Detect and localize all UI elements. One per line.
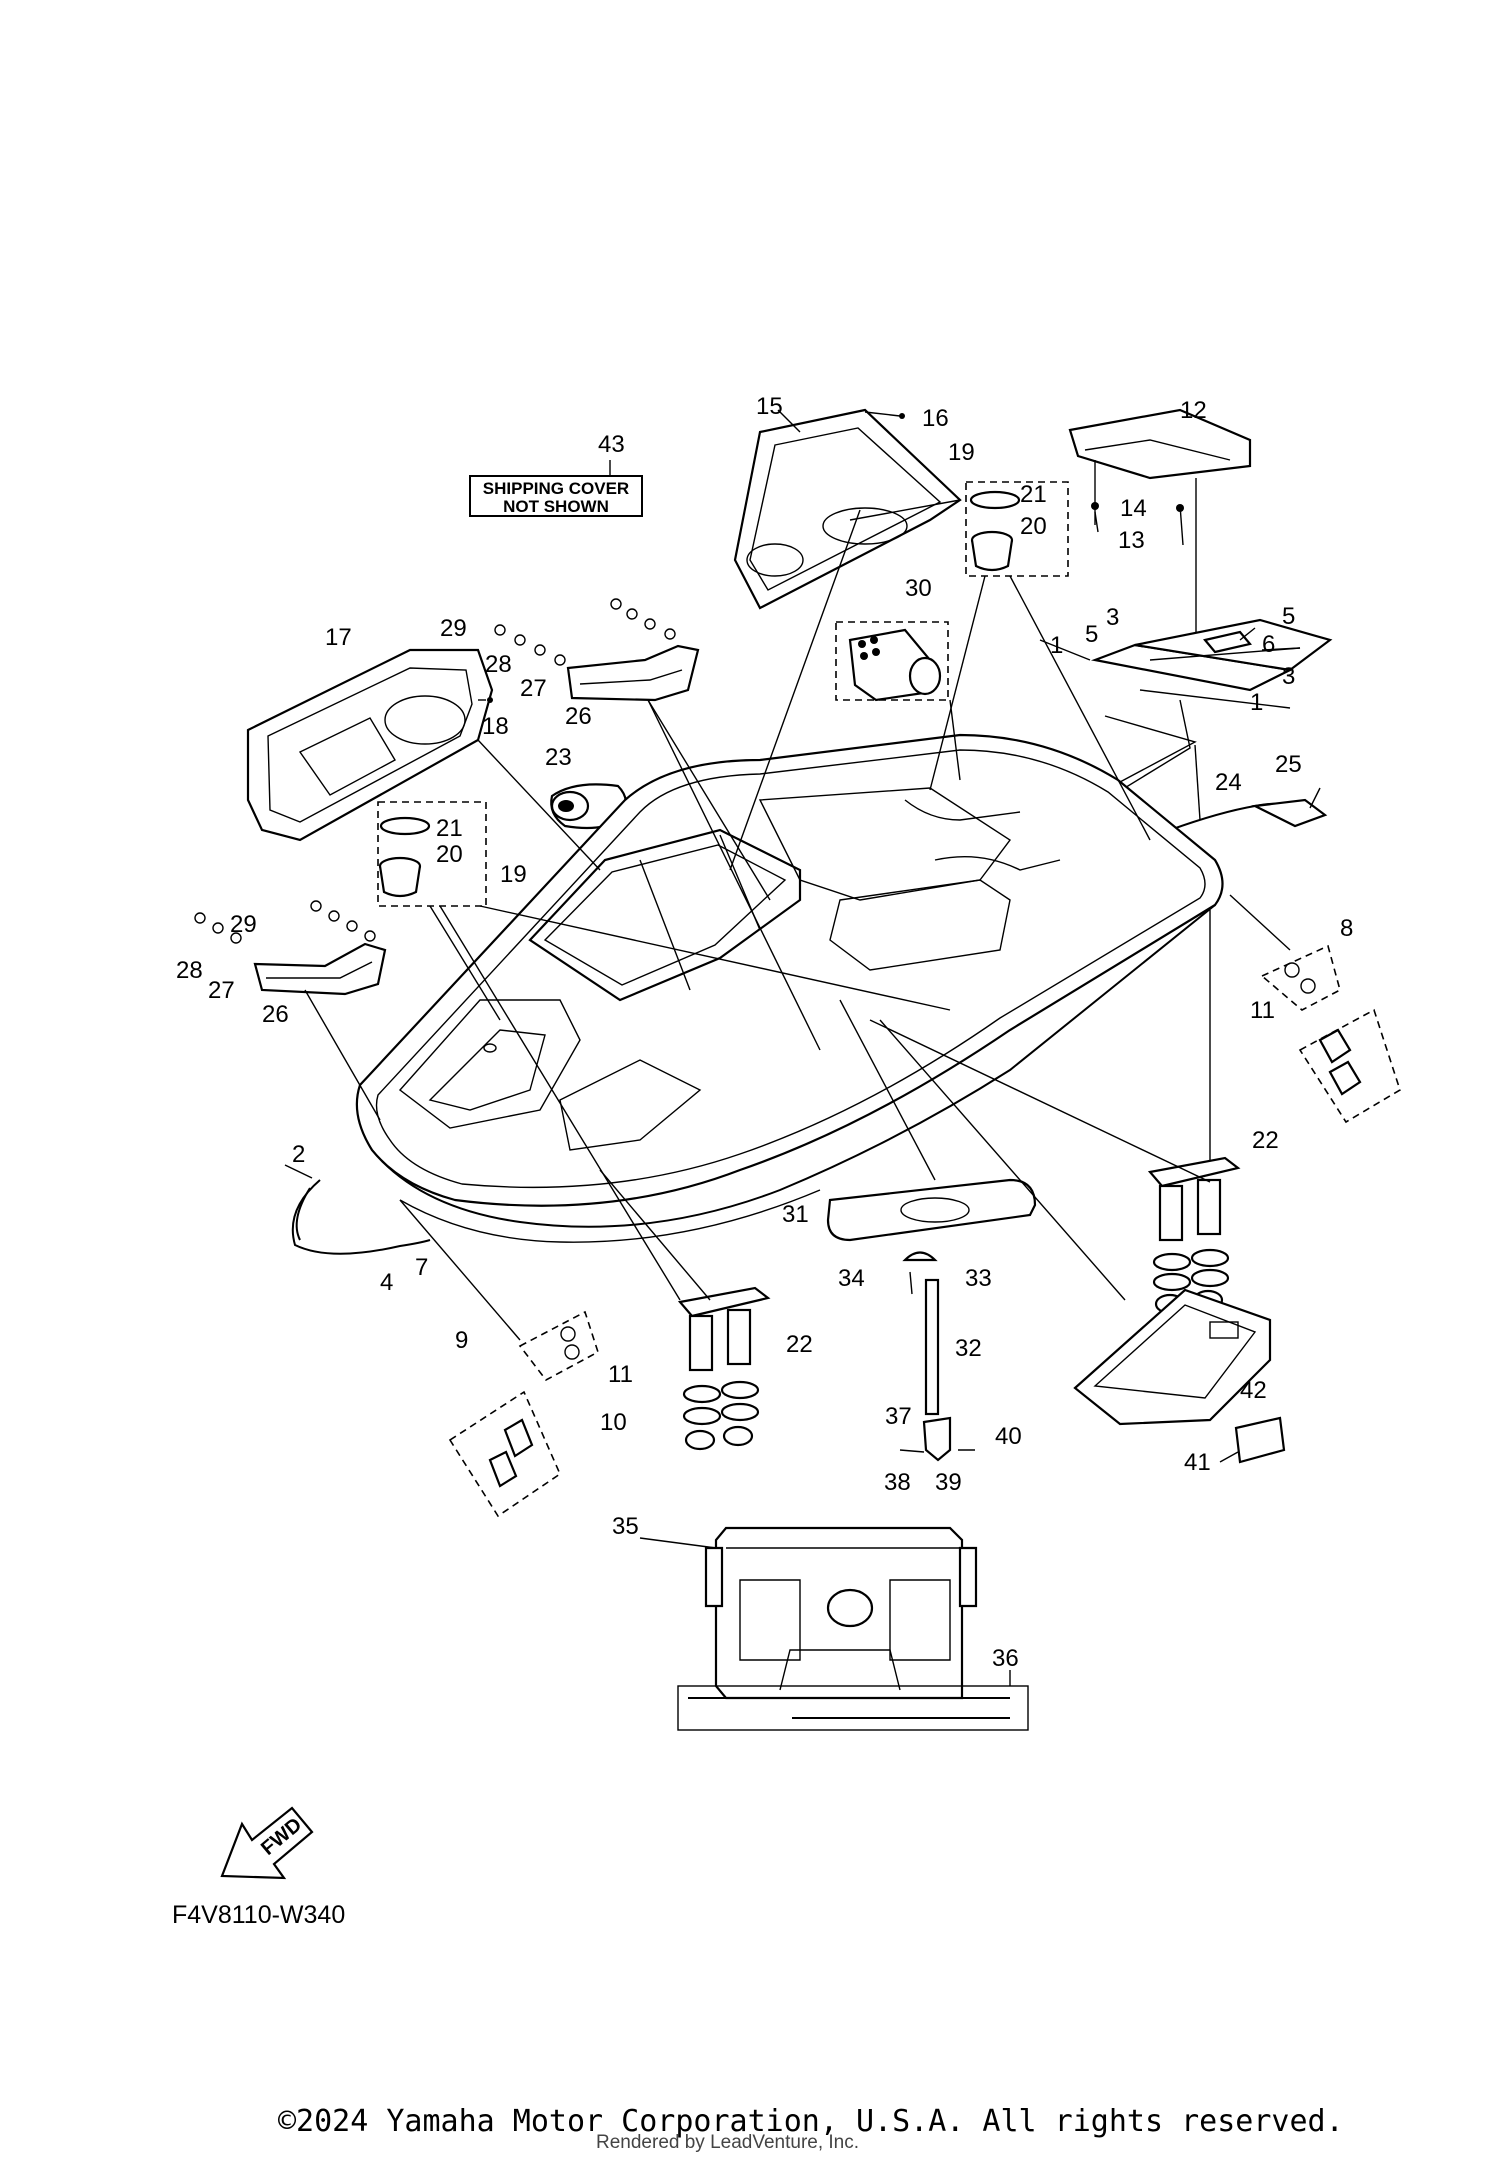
callout-3a[interactable]: 3 [1106,604,1119,631]
callout-9[interactable]: 9 [455,1327,468,1354]
callout-2[interactable]: 2 [292,1141,305,1168]
callout-39[interactable]: 39 [935,1469,962,1496]
callout-26b[interactable]: 26 [262,1001,289,1028]
callout-23[interactable]: 23 [545,744,572,771]
callout-35[interactable]: 35 [612,1513,639,1540]
diagram-code: F4V8110-W340 [172,1901,345,1929]
callout-26a[interactable]: 26 [565,703,592,730]
callout-8[interactable]: 8 [1340,915,1353,942]
callout-42[interactable]: 42 [1240,1377,1267,1404]
callout-32[interactable]: 32 [955,1335,982,1362]
callout-24[interactable]: 24 [1215,769,1242,796]
callout-25[interactable]: 25 [1275,751,1302,778]
callout-28b[interactable]: 28 [176,957,203,984]
rear-storage [1073,1288,1286,1464]
callout-34[interactable]: 34 [838,1265,865,1292]
mirror [550,783,628,830]
storage-box-left [246,648,494,842]
callout-1a[interactable]: 1 [1050,632,1063,659]
callout-18[interactable]: 18 [482,713,509,740]
cleat-bottom [677,1286,771,1451]
cooler [704,1526,978,1700]
callout-41[interactable]: 41 [1184,1449,1211,1476]
callout-27b[interactable]: 27 [208,977,235,1004]
fuse-panel [835,621,949,702]
leader-lines [304,409,1301,1686]
seat-rails [1090,618,1333,801]
tow-eye-kit-right [1260,944,1401,1124]
callout-5a[interactable]: 5 [1085,621,1098,648]
callout-20a[interactable]: 20 [1020,513,1047,540]
storage-box-top [733,408,962,610]
rendered-by-note: Rendered by LeadVenture, Inc. [596,2132,860,2153]
hose-assembly [1169,787,1328,831]
cupholder-kit-left [377,801,487,907]
table-leg-box [677,1685,1029,1731]
callout-36[interactable]: 36 [992,1645,1019,1672]
tow-eye-kit-left [448,1310,599,1518]
callout-10[interactable]: 10 [600,1409,627,1436]
callout-17[interactable]: 17 [325,624,352,651]
callout-40[interactable]: 40 [995,1423,1022,1450]
callout-13[interactable]: 13 [1118,527,1145,554]
callout-7[interactable]: 7 [415,1254,428,1281]
callout-38[interactable]: 38 [884,1469,911,1496]
callout-3b[interactable]: 3 [1282,663,1295,690]
shipping-cover-note: 43 SHIPPING COVER NOT SHOWN [469,431,643,517]
shipping-cover-line2: NOT SHOWN [503,497,609,516]
callout-19a[interactable]: 19 [948,439,975,466]
bow-line [284,1164,431,1255]
callout-33[interactable]: 33 [965,1265,992,1292]
callout-4[interactable]: 4 [380,1269,393,1296]
armrest-bracket [1068,408,1252,635]
callout-29b[interactable]: 29 [230,911,257,938]
callout-16[interactable]: 16 [922,405,949,432]
callout-20b[interactable]: 20 [436,841,463,868]
callout-22b[interactable]: 22 [786,1331,813,1358]
copyright-notice: ©2024 Yamaha Motor Corporation, U.S.A. A… [278,2104,1344,2139]
callout-numbers: 1 1 2 3 3 4 5 5 6 7 8 9 10 11 11 12 13 1… [176,393,1353,1672]
grab-handle-left [194,900,387,996]
callout-1b[interactable]: 1 [1250,689,1263,716]
shipping-cover-line1: SHIPPING COVER [483,479,629,498]
callout-21a[interactable]: 21 [1020,481,1047,508]
callout-29a[interactable]: 29 [440,615,467,642]
callout-27a[interactable]: 27 [520,675,547,702]
callout-14[interactable]: 14 [1120,495,1147,522]
callout-19b[interactable]: 19 [500,861,527,888]
callout-21b[interactable]: 21 [436,815,463,842]
cleat-right [1147,1156,1241,1315]
callout-5b[interactable]: 5 [1282,603,1295,630]
cupholder-kit-top [965,481,1069,577]
grab-handle-upper [494,598,700,702]
callout-11b[interactable]: 11 [608,1361,633,1388]
callout-22a[interactable]: 22 [1252,1127,1279,1154]
callout-11a[interactable]: 11 [1250,997,1275,1024]
callout-12[interactable]: 12 [1180,397,1207,424]
callout-6[interactable]: 6 [1262,631,1275,658]
callout-30[interactable]: 30 [905,575,932,602]
callout-15[interactable]: 15 [756,393,783,420]
callout-31[interactable]: 31 [782,1201,809,1228]
callout-28a[interactable]: 28 [485,651,512,678]
table-assembly [826,1178,1037,1462]
callout-37[interactable]: 37 [885,1403,912,1430]
callout-43[interactable]: 43 [598,431,625,458]
fwd-arrow: FWD [220,1806,314,1880]
